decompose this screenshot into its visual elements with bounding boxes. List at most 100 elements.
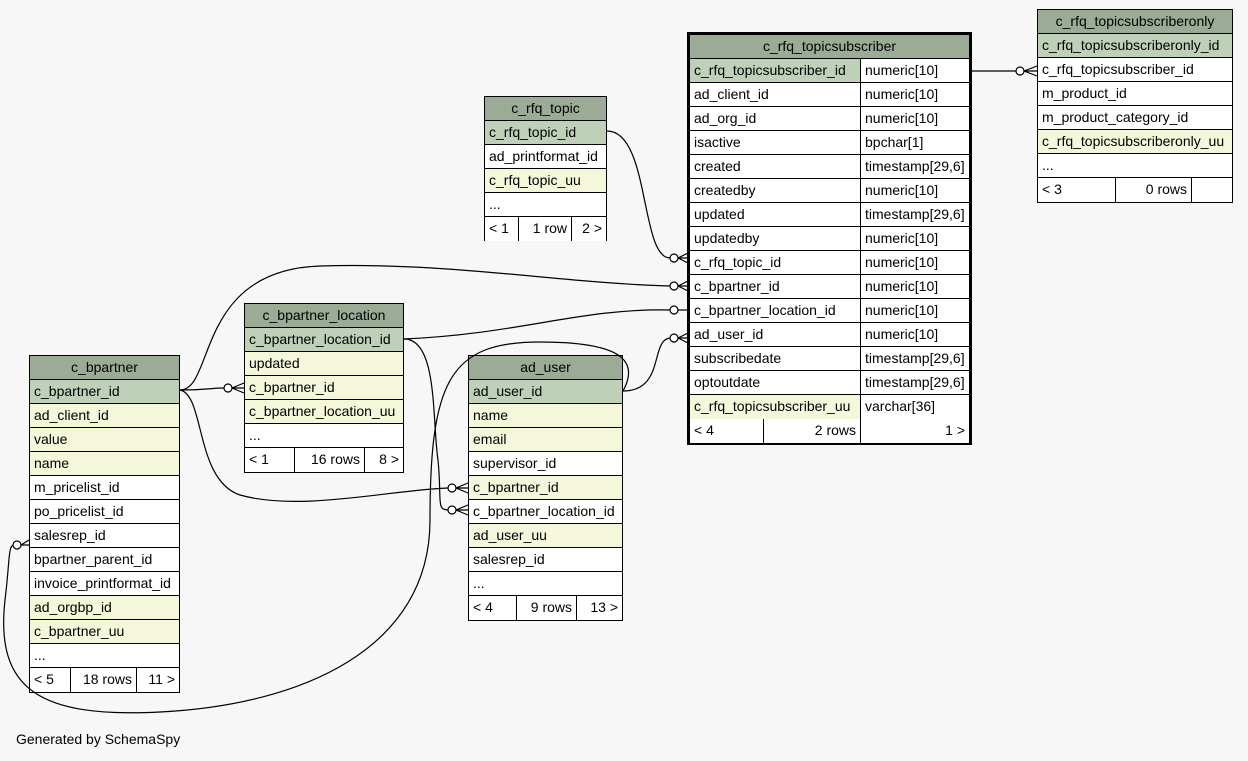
crow-foot-marker bbox=[20, 539, 30, 546]
table-row: m_product_id bbox=[1038, 82, 1232, 106]
table-row: c_bpartner_id bbox=[30, 380, 179, 404]
table-c-rfq-topic[interactable]: c_rfq_topic c_rfq_topic_id ad_printforma… bbox=[484, 96, 607, 241]
column-name[interactable]: updated bbox=[694, 206, 745, 222]
column-name[interactable]: bpartner_parent_id bbox=[34, 551, 153, 567]
column-name[interactable]: updated bbox=[249, 355, 300, 371]
relationship-edge bbox=[403, 338, 449, 511]
column-type: bpchar[1] bbox=[860, 131, 969, 154]
column-name[interactable]: updatedby bbox=[694, 230, 760, 246]
column-name[interactable]: m_product_id bbox=[1042, 85, 1127, 101]
table-header[interactable]: c_bpartner_location bbox=[245, 304, 403, 328]
column-name[interactable]: c_bpartner_id bbox=[473, 479, 559, 495]
column-name[interactable]: c_rfq_topicsubscriber_uu bbox=[694, 398, 851, 414]
column-type: numeric[10] bbox=[860, 227, 969, 250]
children-count[interactable]: 11 > bbox=[136, 668, 179, 692]
table-c-rfq-topicsubscriber[interactable]: c_rfq_topicsubscriber c_rfq_topicsubscri… bbox=[687, 32, 972, 445]
column-name[interactable]: email bbox=[473, 431, 507, 447]
row-count: 18 rows bbox=[70, 668, 136, 692]
column-name[interactable]: ad_printformat_id bbox=[489, 148, 598, 164]
table-header[interactable]: c_rfq_topic bbox=[485, 97, 606, 121]
column-name[interactable]: m_pricelist_id bbox=[34, 479, 120, 495]
column-name[interactable]: ad_org_id bbox=[694, 110, 757, 126]
table-footer-row: < 5 18 rows 11 > bbox=[30, 668, 179, 692]
table-footer-row: < 3 0 rows bbox=[1038, 178, 1232, 202]
edge-optional-marker bbox=[669, 253, 679, 263]
table-row: ... bbox=[245, 424, 403, 448]
column-name[interactable]: c_rfq_topic_id bbox=[489, 124, 577, 140]
parents-count[interactable]: < 5 bbox=[34, 671, 54, 687]
column-name[interactable]: c_bpartner_id bbox=[249, 379, 335, 395]
row-count: 9 rows bbox=[516, 596, 576, 620]
table-row: c_rfq_topic_uu bbox=[485, 169, 606, 193]
column-name[interactable]: c_bpartner_id bbox=[694, 278, 780, 294]
children-count[interactable] bbox=[1191, 178, 1232, 202]
children-count[interactable]: 8 > bbox=[364, 448, 403, 472]
children-count[interactable]: 1 > bbox=[860, 419, 969, 443]
column-type: numeric[10] bbox=[860, 251, 969, 274]
column-name[interactable]: created bbox=[694, 158, 741, 174]
column-type: timestamp[29,6] bbox=[860, 371, 969, 394]
column-name[interactable]: salesrep_id bbox=[473, 551, 545, 567]
column-name[interactable]: ad_user_id bbox=[473, 383, 543, 399]
column-name[interactable]: m_product_category_id bbox=[1042, 109, 1189, 125]
table-ad-user[interactable]: ad_user ad_user_id name email supervisor… bbox=[468, 355, 623, 621]
column-ellipsis: ... bbox=[489, 196, 501, 212]
column-name[interactable]: po_pricelist_id bbox=[34, 503, 124, 519]
column-name[interactable]: salesrep_id bbox=[34, 527, 106, 543]
children-count[interactable]: 13 > bbox=[576, 596, 622, 620]
column-name[interactable]: c_rfq_topicsubscriber_id bbox=[1042, 61, 1194, 77]
column-name[interactable]: c_bpartner_id bbox=[34, 383, 120, 399]
column-name[interactable]: c_bpartner_location_id bbox=[249, 331, 391, 347]
column-name[interactable]: ad_orgbp_id bbox=[34, 599, 112, 615]
table-c-rfq-topicsubscriberonly[interactable]: c_rfq_topicsubscriberonly c_rfq_topicsub… bbox=[1037, 9, 1233, 203]
column-name[interactable]: c_bpartner_location_uu bbox=[249, 403, 396, 419]
parents-count[interactable]: < 3 bbox=[1042, 181, 1062, 197]
column-name[interactable]: invoice_printformat_id bbox=[34, 575, 171, 591]
column-name[interactable]: optoutdate bbox=[694, 374, 761, 390]
table-header[interactable]: c_rfq_topicsubscriberonly bbox=[1038, 10, 1232, 34]
table-c-bpartner[interactable]: c_bpartner c_bpartner_id ad_client_id va… bbox=[29, 355, 180, 693]
column-type: timestamp[29,6] bbox=[860, 203, 969, 226]
column-name[interactable]: c_rfq_topicsubscriberonly_id bbox=[1042, 37, 1220, 53]
column-name[interactable]: createdby bbox=[694, 182, 756, 198]
table-row: ... bbox=[485, 193, 606, 217]
table-header[interactable]: c_bpartner bbox=[30, 356, 179, 380]
column-name[interactable]: c_rfq_topicsubscriber_id bbox=[694, 62, 846, 78]
table-row: c_bpartner_id bbox=[245, 376, 403, 400]
relationship-edge bbox=[606, 130, 671, 259]
column-name[interactable]: name bbox=[473, 407, 509, 423]
table-row: updated timestamp[29,6] bbox=[690, 203, 969, 227]
parents-count[interactable]: < 4 bbox=[473, 599, 493, 615]
table-header[interactable]: c_rfq_topicsubscriber bbox=[690, 35, 969, 59]
column-name[interactable]: c_bpartner_location_id bbox=[694, 302, 836, 318]
column-name[interactable]: ad_user_uu bbox=[473, 527, 547, 543]
parents-count[interactable]: < 4 bbox=[694, 422, 714, 438]
column-name[interactable]: value bbox=[34, 431, 68, 447]
column-name[interactable]: subscribedate bbox=[694, 350, 782, 366]
column-name[interactable]: ad_user_id bbox=[694, 326, 764, 342]
table-row: name bbox=[469, 404, 622, 428]
column-name[interactable]: isactive bbox=[694, 134, 741, 150]
table-footer-row: < 4 9 rows 13 > bbox=[469, 596, 622, 620]
table-header[interactable]: ad_user bbox=[469, 356, 622, 380]
column-name[interactable]: ad_client_id bbox=[34, 407, 109, 423]
parents-count[interactable]: < 1 bbox=[249, 451, 269, 467]
table-c-bpartner-location[interactable]: c_bpartner_location c_bpartner_location_… bbox=[244, 303, 404, 473]
column-type: numeric[10] bbox=[860, 275, 969, 298]
column-name[interactable]: ad_client_id bbox=[694, 86, 769, 102]
column-name[interactable]: c_rfq_topic_id bbox=[694, 254, 782, 270]
column-name[interactable]: c_rfq_topic_uu bbox=[489, 172, 581, 188]
table-row: m_product_category_id bbox=[1038, 106, 1232, 130]
column-type: numeric[10] bbox=[860, 179, 969, 202]
column-name[interactable]: c_bpartner_uu bbox=[34, 623, 125, 639]
column-name[interactable]: supervisor_id bbox=[473, 455, 557, 471]
children-count[interactable]: 2 > bbox=[571, 217, 606, 241]
column-name[interactable]: c_rfq_topicsubscriberonly_uu bbox=[1042, 133, 1225, 149]
column-name[interactable]: name bbox=[34, 455, 70, 471]
column-type: varchar[36] bbox=[860, 395, 969, 419]
table-row: supervisor_id bbox=[469, 452, 622, 476]
table-row: c_bpartner_id numeric[10] bbox=[690, 275, 969, 299]
parents-count[interactable]: < 1 bbox=[489, 220, 509, 236]
column-name[interactable]: c_bpartner_location_id bbox=[473, 503, 615, 519]
